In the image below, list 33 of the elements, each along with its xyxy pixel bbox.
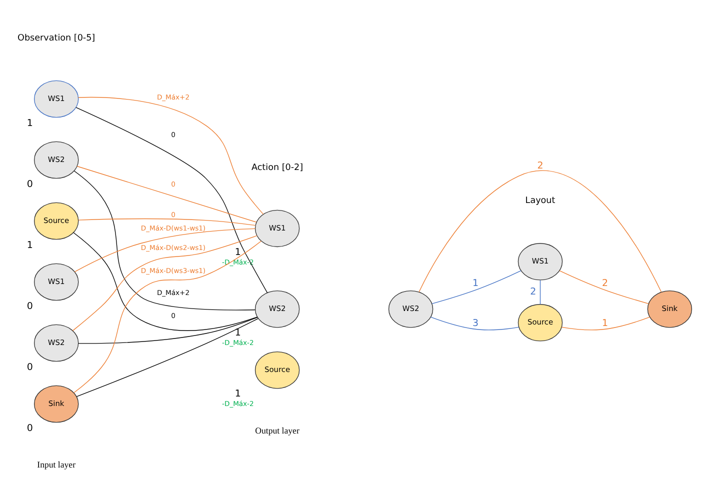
connector — [78, 316, 258, 344]
label: Observation [0-5] — [18, 33, 96, 44]
label: Output layer — [255, 425, 300, 436]
edge-label: 2 — [537, 160, 544, 172]
connector — [76, 318, 258, 397]
connector — [432, 270, 522, 304]
node-label: 1 — [234, 388, 241, 400]
edge-label: 3 — [472, 318, 479, 330]
connector — [540, 280, 541, 305]
connector — [559, 270, 649, 304]
node-label: 1 — [234, 247, 241, 258]
node-label: 0 — [26, 362, 33, 373]
label: Layout — [525, 196, 556, 206]
label: Input layer — [37, 459, 76, 470]
node-label: 1 — [234, 328, 241, 339]
label: Action [0-2] — [251, 162, 304, 173]
connector — [78, 218, 256, 226]
connector — [74, 240, 262, 394]
edge-label: 2 — [530, 286, 536, 298]
connector — [430, 316, 520, 330]
edge-label: 1 — [472, 278, 479, 290]
node-label: 0 — [26, 178, 33, 190]
node-label: 1 — [26, 118, 33, 129]
node-label: 0 — [26, 300, 33, 312]
node-label: 1 — [26, 240, 33, 251]
edge-label: 2 — [602, 278, 608, 290]
connector — [76, 166, 257, 222]
connector — [418, 170, 662, 292]
connector — [78, 96, 264, 214]
connector — [561, 316, 650, 330]
node-label: 0 — [26, 422, 33, 434]
connector — [76, 107, 268, 294]
edge-label: 1 — [602, 318, 608, 330]
